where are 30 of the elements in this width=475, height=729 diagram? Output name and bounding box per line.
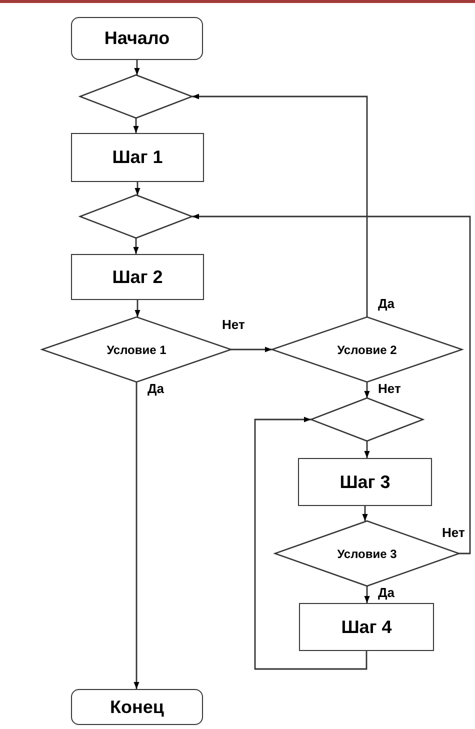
process-box: Шаг 3: [298, 458, 432, 506]
decision-diamond: [80, 75, 192, 118]
arrow: [134, 300, 140, 317]
edge-label: Нет: [377, 382, 402, 396]
decision-diamond: Условие 2: [272, 317, 462, 382]
arrow: [133, 118, 139, 133]
process-box: Шаг 2: [71, 254, 204, 300]
arrow: [134, 60, 140, 75]
arrow: [364, 382, 370, 398]
terminal-box: Конец: [71, 689, 203, 725]
decision-diamond: [311, 398, 423, 441]
edge-label: Да: [377, 586, 396, 600]
process-box: Шаг 4: [299, 603, 434, 651]
edge-label: Нет: [221, 318, 246, 332]
arrow: [134, 382, 140, 689]
decision-diamond: [80, 195, 192, 238]
arrow: [254, 416, 368, 670]
arrow: [192, 94, 368, 317]
terminal-box: Начало: [71, 17, 203, 60]
arrow: [134, 182, 140, 195]
arrow: [192, 214, 471, 554]
edge-label: Нет: [441, 526, 466, 540]
arrow: [231, 346, 272, 352]
edge-label: Да: [146, 382, 165, 396]
arrow: [364, 586, 370, 603]
arrow: [362, 506, 368, 521]
arrow: [364, 441, 370, 458]
edge-label: Да: [377, 297, 396, 311]
process-box: Шаг 1: [71, 133, 204, 182]
arrow: [133, 238, 139, 254]
